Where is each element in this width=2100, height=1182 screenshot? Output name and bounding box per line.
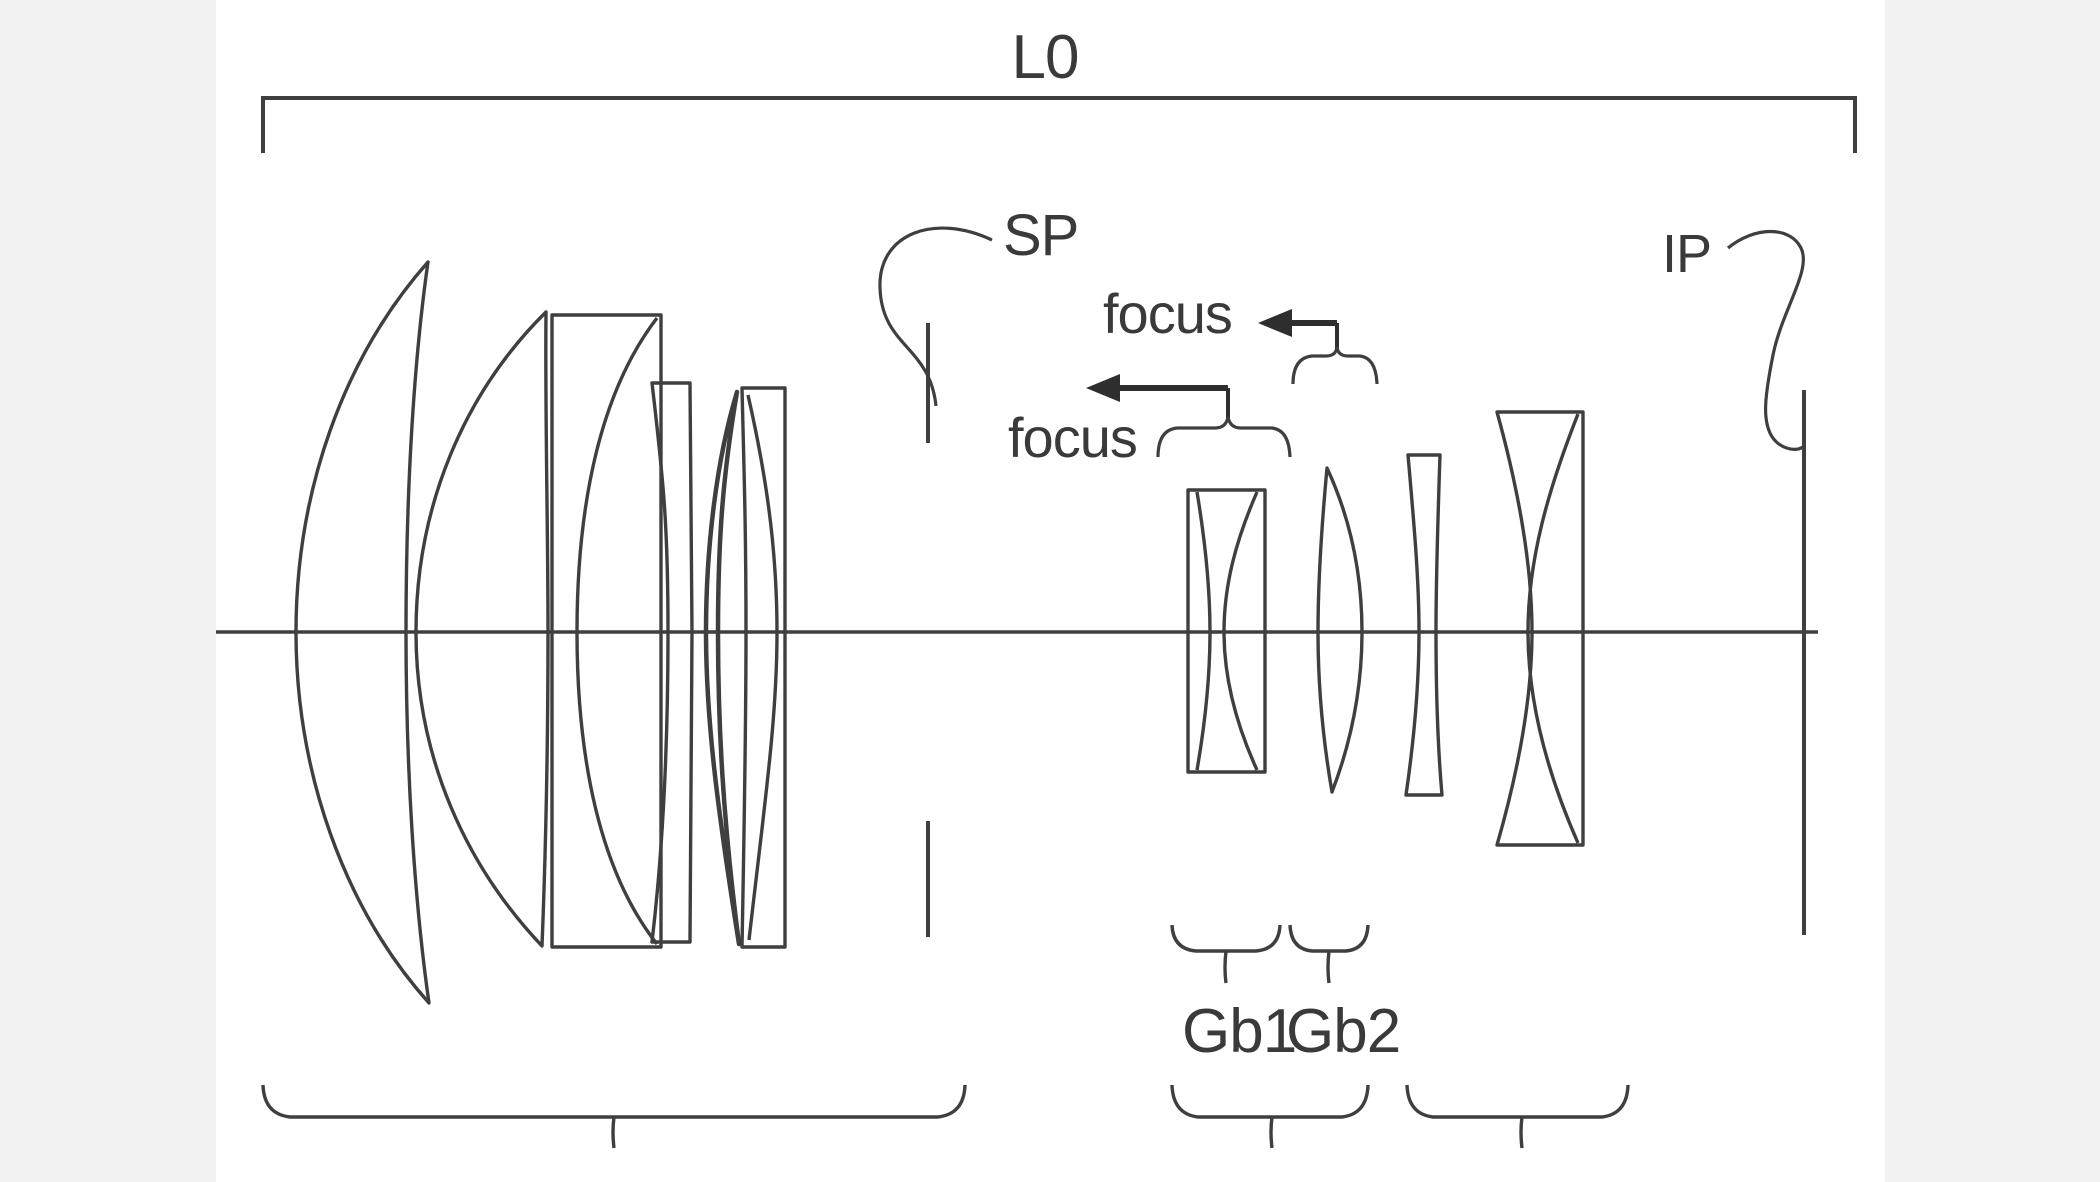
lens-element-7-left-surface xyxy=(1195,491,1212,771)
middle-group-brace-tail xyxy=(1269,1116,1274,1149)
lens-element-2 xyxy=(414,310,550,948)
l0-extent-bracket xyxy=(261,96,1857,153)
lens-element-7-blank xyxy=(1186,488,1267,774)
lens-element-10-right-surface xyxy=(1526,413,1580,844)
bottom-group-braces xyxy=(261,1084,1630,1149)
focus-upper-arrowhead-icon xyxy=(1258,309,1292,337)
lens-element-10-blank xyxy=(1495,410,1585,847)
rear-group-brace xyxy=(1405,1084,1630,1119)
l0-label: L0 xyxy=(1012,23,1079,92)
focus-upper-label: focus xyxy=(1103,282,1232,345)
right-margin xyxy=(1885,0,2100,1182)
gb2-brace xyxy=(1288,924,1370,953)
lens-element-7-right-surface xyxy=(1222,491,1259,771)
lens-element-4 xyxy=(650,381,694,944)
lens-element-9 xyxy=(1404,453,1444,797)
lens-element-5 xyxy=(703,389,742,947)
sp-leader-line xyxy=(878,226,993,407)
rear-lens-group xyxy=(1186,410,1585,847)
focus-lower-label: focus xyxy=(1008,406,1137,469)
middle-group-brace xyxy=(1170,1084,1370,1119)
focus-upper-bracket xyxy=(1291,346,1379,385)
gb1-brace xyxy=(1170,924,1282,953)
gb1-label: Gb1 xyxy=(1182,997,1296,1066)
focus-lower-bracket xyxy=(1156,416,1292,458)
lens-element-3-cemented-surface xyxy=(575,316,659,946)
front-lens-group xyxy=(294,260,787,1005)
rear-group-brace-tail xyxy=(1519,1116,1524,1149)
focus-lower-arrowhead-icon xyxy=(1086,374,1120,402)
gb2-brace-tail xyxy=(1326,950,1331,984)
front-group-brace-tail xyxy=(611,1116,616,1149)
lens-element-6-cemented-surface xyxy=(746,394,779,941)
ip-label: IP xyxy=(1662,224,1711,284)
front-group-brace xyxy=(261,1084,967,1119)
gb2-label: Gb2 xyxy=(1286,997,1400,1066)
lens-element-3-blank xyxy=(550,313,663,949)
gb1-brace-tail xyxy=(1223,950,1228,984)
ip-leader-line xyxy=(1726,229,1805,451)
lens-element-8 xyxy=(1316,466,1364,794)
gb-braces xyxy=(1170,924,1370,984)
lens-element-1 xyxy=(294,260,431,1005)
lens-element-6-blank xyxy=(740,386,787,949)
left-margin xyxy=(0,0,216,1182)
sp-label: SP xyxy=(1003,203,1078,268)
